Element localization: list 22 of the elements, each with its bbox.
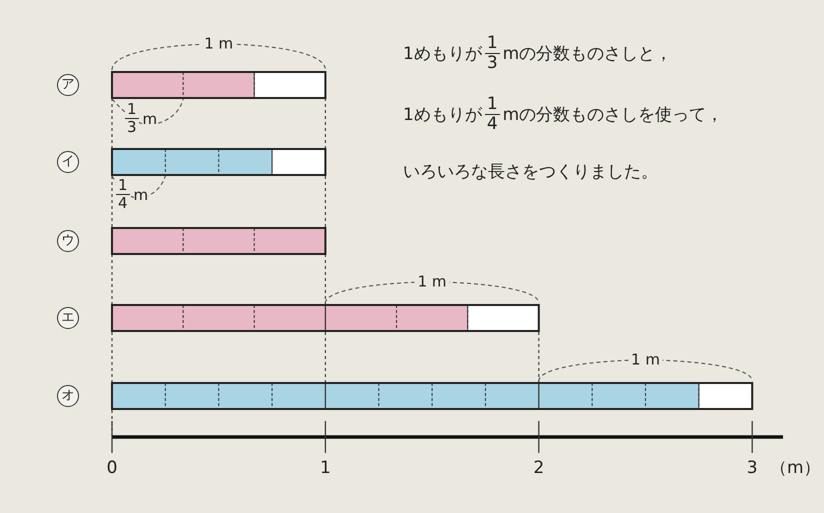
tick-label: 3 [746,460,758,477]
row-marker: エ [57,307,79,329]
row-marker: ア [57,74,79,96]
sentence-text: 1めもりが [403,104,482,126]
axis-unit: （m） [770,460,821,477]
sentence-text: 1めもりが [403,43,482,65]
fraction: 1 3 [125,102,139,135]
sentence-text: mの分数ものさしを使って， [502,104,724,126]
fraction: 1 4 [484,96,500,133]
row-marker: イ [57,151,79,173]
fraction: 1 4 [116,178,130,211]
tick-label: 1 [320,460,331,477]
span-label: 1 m [201,36,236,52]
span-label: 1 m [628,352,663,368]
sentence-text: いろいろな長さをつくりました。 [403,161,658,183]
row-marker: オ [57,385,79,407]
tick-label: 0 [106,460,118,477]
fraction: 1 3 [484,35,500,72]
span-label: 1 m [414,274,450,290]
row-marker: ウ [57,230,79,252]
tick-label: 2 [533,460,544,477]
sentence-text: mの分数ものさしと， [502,43,672,65]
